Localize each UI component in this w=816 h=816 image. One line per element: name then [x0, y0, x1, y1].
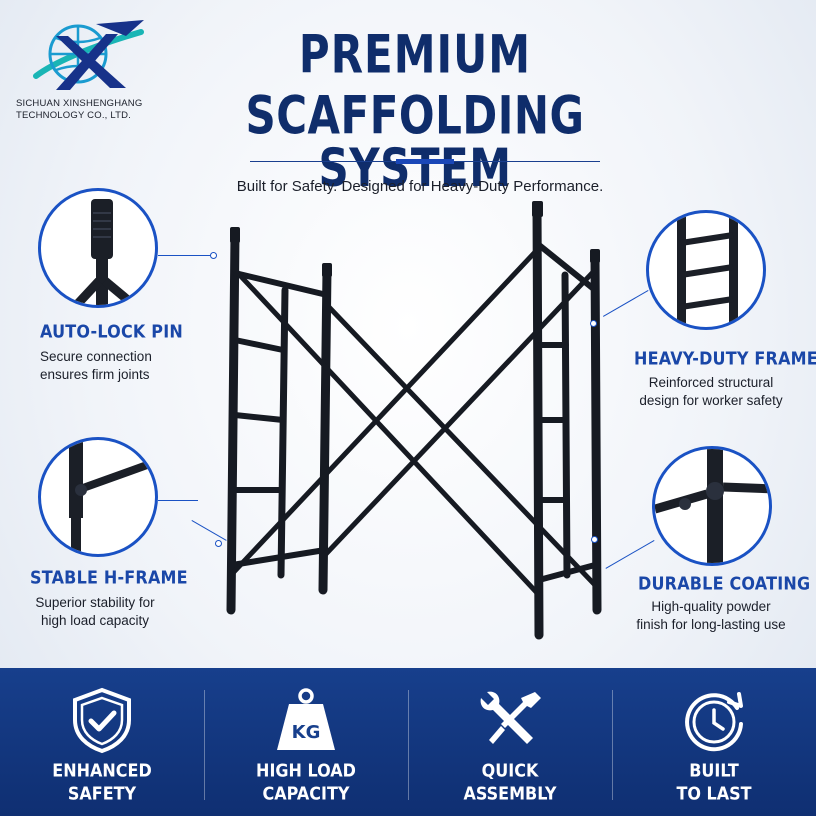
- connector-line: [158, 500, 198, 501]
- company-name-line1: SICHUAN XINSHENGHANG: [16, 98, 143, 109]
- benefit-built-to-last: BUILT TO LAST: [612, 668, 816, 816]
- auto-lock-pin-closeup-icon: [70, 199, 141, 305]
- shield-check-icon: [73, 687, 131, 754]
- coated-joint-closeup-icon: [655, 449, 769, 563]
- feature-desc-line: high load capacity: [40, 613, 150, 628]
- band-divider: [612, 690, 613, 800]
- benefit-label-line: BUILT: [689, 760, 739, 781]
- ladder-frame-closeup-icon: [677, 213, 738, 327]
- benefit-label: HIGH LOAD CAPACITY: [204, 759, 408, 805]
- globe-x-logo-icon: [33, 20, 144, 90]
- benefit-quick-assembly: QUICK ASSEMBLY: [408, 668, 612, 816]
- benefit-enhanced-safety: ENHANCED SAFETY: [0, 668, 204, 816]
- feature-title-stable-h-frame: STABLE H-FRAME: [30, 567, 188, 588]
- durable-coating-image: [652, 446, 772, 566]
- benefit-label-line: SAFETY: [67, 783, 137, 804]
- benefit-label-line: TO LAST: [676, 783, 752, 804]
- wrench-screwdriver-icon: [480, 691, 541, 744]
- kg-weight-icon: KG: [277, 688, 335, 750]
- band-divider: [204, 690, 205, 800]
- h-frame-joint-closeup-icon: [69, 440, 155, 554]
- feature-desc-line: finish for long-lasting use: [636, 617, 786, 632]
- h-frame-joint-image: [38, 437, 158, 557]
- feature-desc-heavy-duty-frame: Reinforced structural design for worker …: [626, 374, 796, 410]
- connector-dot: [590, 320, 597, 327]
- connector-line: [158, 255, 214, 256]
- feature-desc-line: ensures firm joints: [40, 367, 150, 382]
- feature-desc-auto-lock-pin: Secure connection ensures firm joints: [40, 348, 152, 384]
- benefit-label: BUILT TO LAST: [612, 759, 816, 805]
- benefit-high-load: KG HIGH LOAD CAPACITY: [204, 668, 408, 816]
- feature-desc-line: Superior stability for: [35, 595, 155, 610]
- connector-dot: [591, 536, 598, 543]
- kg-label: KG: [292, 722, 321, 743]
- title-divider-accent: [396, 159, 454, 164]
- feature-desc-line: High-quality powder: [651, 599, 771, 614]
- feature-desc-durable-coating: High-quality powder finish for long-last…: [626, 598, 796, 634]
- connector-dot: [210, 252, 217, 259]
- benefit-label-line: ASSEMBLY: [463, 783, 557, 804]
- band-divider: [408, 690, 409, 800]
- company-logo: [18, 14, 158, 96]
- benefit-label: ENHANCED SAFETY: [0, 759, 204, 805]
- page-title: PREMIUM SCAFFOLDING SYSTEM: [150, 23, 680, 194]
- benefits-band: ENHANCED SAFETY KG HIGH LOAD CAPACITY QU…: [0, 668, 816, 816]
- feature-title-durable-coating: DURABLE COATING: [638, 573, 811, 594]
- feature-desc-line: Reinforced structural: [648, 375, 774, 390]
- clock-icon: [685, 692, 743, 752]
- benefit-label-line: HIGH LOAD: [256, 760, 356, 781]
- subtitle: Built for Safety. Designed for Heavy-Dut…: [236, 178, 604, 195]
- title-line2: SCAFFOLDING SYSTEM: [245, 84, 585, 199]
- feature-desc-line: design for worker safety: [639, 393, 783, 408]
- feature-desc-line: Secure connection: [40, 349, 152, 364]
- benefit-label-line: QUICK: [481, 760, 539, 781]
- benefit-label-line: ENHANCED: [52, 760, 152, 781]
- benefit-label-line: CAPACITY: [262, 783, 350, 804]
- connector-dot: [215, 540, 222, 547]
- auto-lock-pin-image: [38, 188, 158, 308]
- company-name: SICHUAN XINSHENGHANG TECHNOLOGY CO., LTD…: [16, 98, 142, 122]
- feature-desc-stable-h-frame: Superior stability for high load capacit…: [30, 594, 160, 630]
- company-name-line2: TECHNOLOGY CO., LTD.: [16, 110, 132, 121]
- feature-title-auto-lock-pin: AUTO-LOCK PIN: [40, 321, 183, 342]
- scaffold-frame-illustration: [226, 201, 602, 640]
- title-line1: PREMIUM: [298, 23, 532, 85]
- benefit-label: QUICK ASSEMBLY: [408, 759, 612, 805]
- heavy-duty-frame-image: [646, 210, 766, 330]
- feature-title-heavy-duty-frame: HEAVY-DUTY FRAME: [634, 348, 816, 369]
